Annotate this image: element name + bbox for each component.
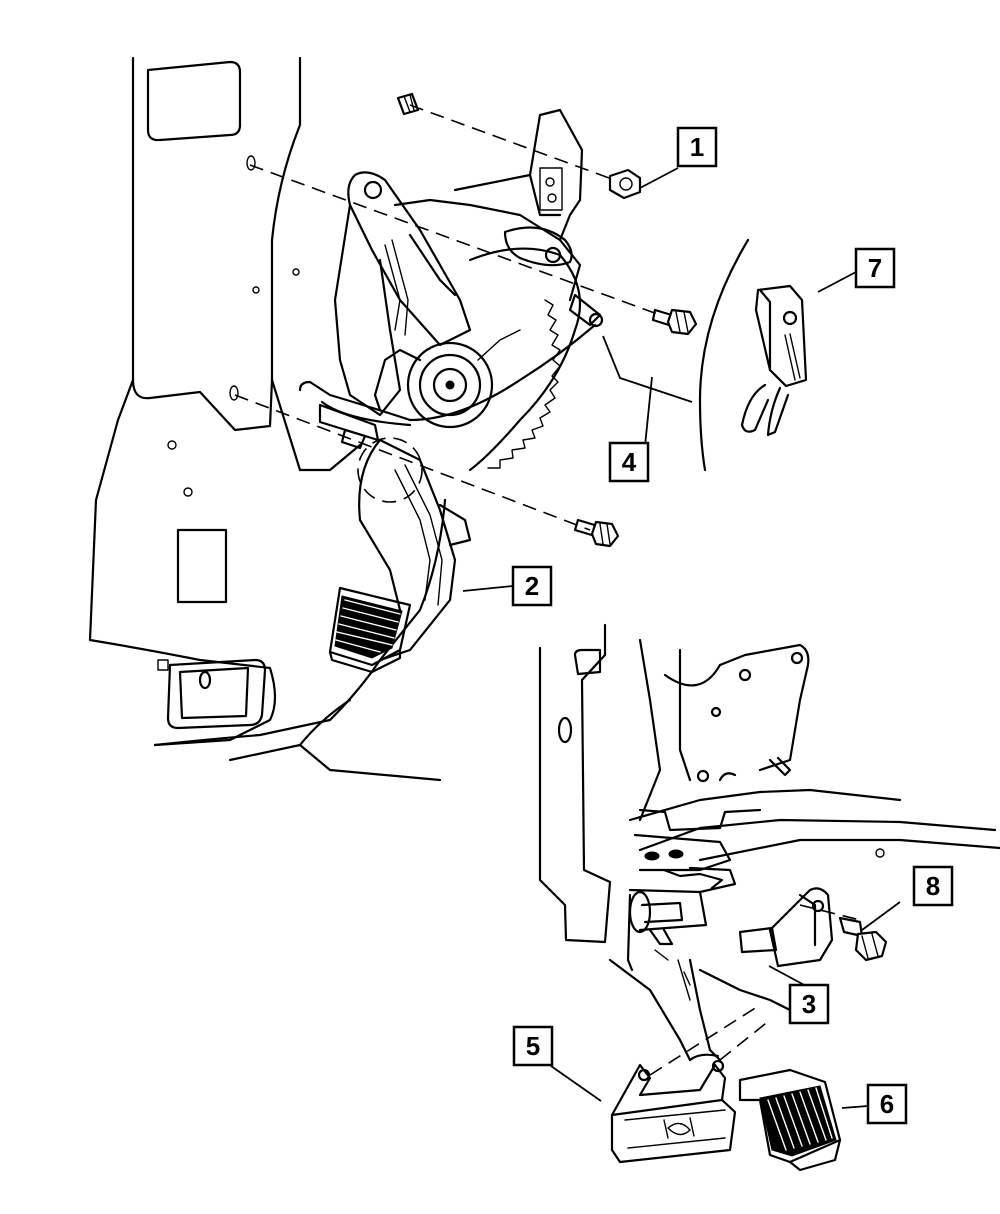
callout-6-label: 6	[880, 1089, 894, 1119]
callout-4-label: 4	[622, 447, 637, 477]
callout-4: 4	[608, 441, 650, 483]
callout-leaders	[462, 167, 901, 1109]
callout-8: 8	[912, 865, 954, 907]
nut-1	[608, 168, 642, 200]
lower-detail-structure	[538, 623, 1000, 1172]
parking-brake-pedal-assembly	[298, 171, 604, 674]
pedal-bracket	[453, 108, 584, 242]
callout-6: 6	[866, 1083, 908, 1125]
kick-panel-edge	[698, 238, 750, 472]
callout-3: 3	[788, 983, 830, 1025]
callout-2-label: 2	[525, 571, 539, 601]
callout-8-label: 8	[926, 871, 940, 901]
release-handle	[740, 284, 808, 437]
bolt-upper-right	[651, 308, 698, 336]
callout-3-label: 3	[802, 989, 816, 1019]
callout-7: 7	[854, 247, 896, 289]
callout-5-label: 5	[526, 1031, 540, 1061]
mounting-stud	[396, 92, 420, 116]
callout-5: 5	[512, 1025, 554, 1067]
bolt-lower	[573, 518, 620, 548]
callout-7-label: 7	[868, 253, 882, 283]
callout-1: 1	[676, 126, 718, 168]
cowl-side-panel	[88, 56, 447, 782]
callout-1-label: 1	[690, 132, 704, 162]
callout-2: 2	[511, 565, 553, 607]
mounting-dash-lines-upper	[229, 104, 661, 531]
